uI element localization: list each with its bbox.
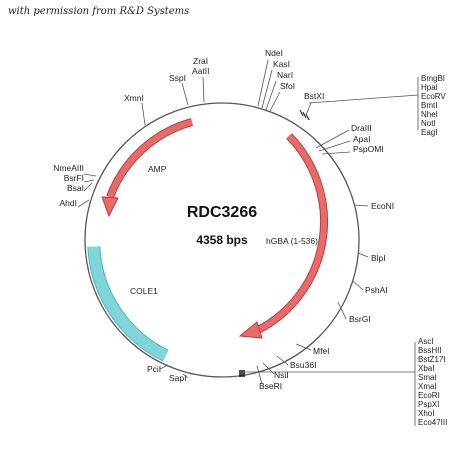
mcs-top-marks [299,109,310,121]
site-label-bseri: BseRI [259,381,282,391]
site-label-kasi: KasI [273,59,290,69]
mcs-bottom-marks [239,370,245,377]
cluster-bottom-item: XbaI [418,364,434,373]
site-leader-lines [77,59,419,426]
site-label-apai: ApaI [353,134,371,144]
plasmid-size: 4358 bps [196,233,248,247]
site-label-econi: EcoNI [371,201,394,211]
plasmid-backbone [84,102,360,378]
site-label-aatii: AatII [192,66,209,76]
cole1-label: COLE1 [130,286,158,296]
site-label-zrai: ZraI [193,56,208,66]
site-label-bsrfi: BsrFI [64,173,84,183]
site-label-nmeaiii: NmeAIII [53,163,84,173]
site-label-bstxi: BstXI [304,91,324,101]
credit-text: with permission from R&D Systems [8,6,190,17]
cluster-bottom-item: SmaI [418,373,437,382]
site-label-draiii: DraIII [351,123,372,133]
cluster-top-item: NotI [421,119,436,128]
site-label-bsai: BsaI [67,183,84,193]
cluster-bottom-item: Eco47III [418,418,447,427]
site-label-pcii: PciI [147,364,161,374]
cluster-bottom-item: EcoRI [418,391,440,400]
site-label-nari: NarI [277,70,293,80]
site-label-sapi: SapI [169,373,187,383]
site-label-sspi: SspI [169,73,186,83]
cluster-bottom-list: AscI BssHII BstZ17I XbaI SmaI XmaI EcoRI… [418,337,447,427]
cluster-top-item: BmtI [421,101,437,110]
site-label-mfei: MfeI [313,346,330,356]
amp-feature-arrow [101,118,194,218]
site-label-pspomi: PspOMI [353,144,384,154]
insert-label: hGBA (1-536) [266,236,318,246]
amp-label: AMP [148,164,167,174]
cluster-bottom-item: XmaI [418,382,437,391]
site-label-bsrgi: BsrGI [349,314,371,324]
cluster-bottom-item: BssHII [418,346,442,355]
site-label-ndei: NdeI [265,48,283,58]
site-label-pshai: PshAI [365,285,388,295]
cluster-top-item: BmgBI [421,74,445,83]
cluster-bottom-item: AscI [418,337,434,346]
cluster-top-item: HpaI [421,83,438,92]
cluster-bottom-item: PspXI [418,400,439,409]
cluster-top-item: EagI [421,128,437,137]
site-label-nsii: NsiI [274,370,289,380]
site-label-ahdi: AhdI [60,198,78,208]
cluster-top-item: NheI [421,110,438,119]
cluster-top-list: BmgBI HpaI EcoRV BmtI NheI NotI EagI [421,74,446,137]
cluster-top-item: EcoRV [421,92,446,101]
site-label-sfoi: SfoI [280,81,295,91]
plasmid-name: RDC3266 [187,204,257,221]
cluster-bottom-item: XhoI [418,409,434,418]
cole1-feature-arc-fill [88,246,169,361]
site-label-blpi: BlpI [371,253,386,263]
site-label-xmni: XmnI [124,93,144,103]
cluster-bottom-item: BstZ17I [418,355,446,364]
insert-feature-arrow [238,133,329,339]
site-label-bsu36i: Bsu36I [290,360,316,370]
